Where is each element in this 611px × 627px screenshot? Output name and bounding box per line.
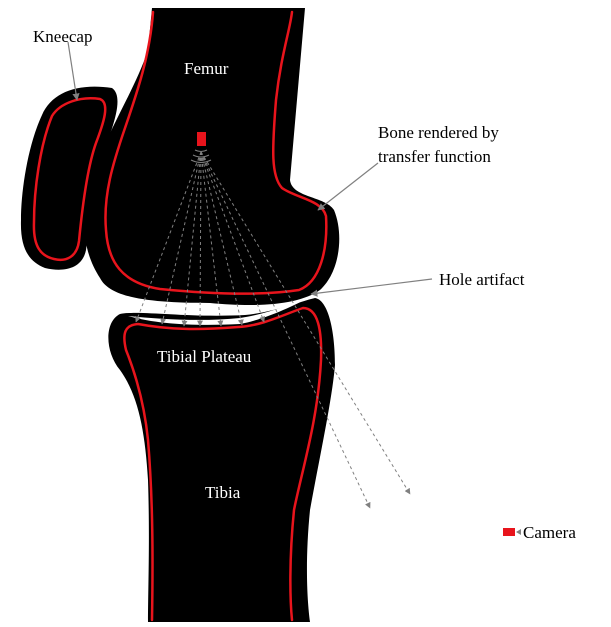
tibia-label: Tibia bbox=[205, 483, 241, 502]
hole-pointer bbox=[311, 279, 432, 294]
tibial-plateau-label: Tibial Plateau bbox=[157, 347, 252, 366]
camera-icon-lens bbox=[516, 529, 521, 535]
camera-legend-label: Camera bbox=[523, 523, 576, 542]
femur-label: Femur bbox=[184, 59, 229, 78]
camera-icon bbox=[503, 528, 515, 536]
femur-bone bbox=[85, 8, 340, 305]
bone-label-line2: transfer function bbox=[378, 147, 491, 166]
hole-artifact-label: Hole artifact bbox=[439, 270, 525, 289]
camera-marker bbox=[197, 132, 206, 146]
kneecap-label: Kneecap bbox=[33, 27, 92, 46]
bone-label-line1: Bone rendered by bbox=[378, 123, 499, 142]
bone-pointer bbox=[318, 163, 378, 210]
camera-legend: Camera bbox=[503, 523, 576, 542]
